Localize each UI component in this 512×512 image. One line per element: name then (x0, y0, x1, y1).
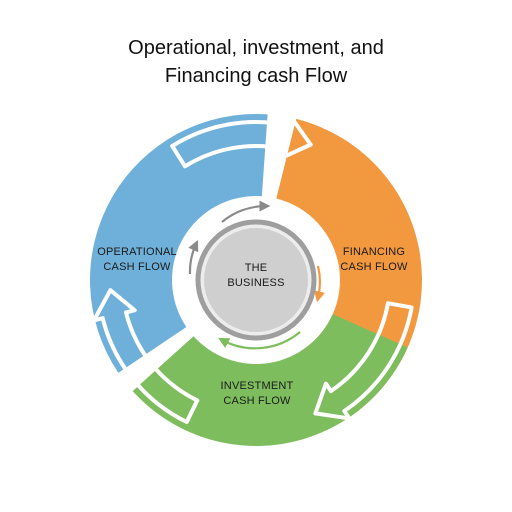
hub-label-line-1: THE (245, 262, 268, 274)
inner-cycle-arrows (188, 200, 325, 350)
hub-label-line-2: BUSINESS (227, 277, 284, 289)
operational-label-line-2: CASH FLOW (103, 261, 171, 273)
investment-label-line-1: INVESTMENT (221, 380, 294, 392)
big-flow-arrows (91, 114, 414, 425)
financing-label-line-1: FINANCING (343, 246, 405, 258)
title-line-2: Financing cash Flow (164, 65, 348, 87)
arrow-bottom-left-icon (91, 288, 200, 425)
hub: THE BUSINESS (195, 219, 317, 341)
investment-segment (132, 314, 408, 446)
title-line-1: Operational, investment, and (128, 37, 384, 59)
inner-arrow-bottom-icon (218, 331, 301, 350)
investment-label-line-2: CASH FLOW (223, 395, 291, 407)
financing-label-line-2: CASH FLOW (340, 261, 408, 273)
hub-core (204, 228, 308, 332)
inner-arrow-left-icon (188, 239, 199, 275)
diagram-title: Operational, investment, and Financing c… (0, 34, 512, 90)
arrow-top-icon (170, 114, 313, 169)
inner-arrow-right-icon (314, 265, 325, 303)
inner-arrow-top-icon (221, 200, 271, 223)
segment-labels: OPERATIONAL CASH FLOW FINANCING CASH FLO… (97, 246, 408, 407)
operational-label-line-1: OPERATIONAL (97, 246, 177, 258)
arrow-right-icon (313, 301, 414, 421)
